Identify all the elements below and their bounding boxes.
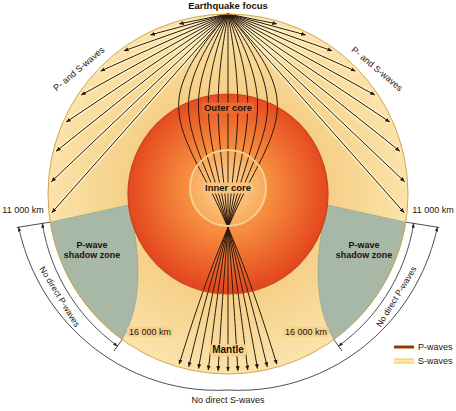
- distance-marks: [17, 222, 440, 390]
- mantle-fill: [48, 14, 408, 374]
- p-wave-ray: [124, 14, 228, 51]
- earth-layer: Mantle Outer coreInner coreP-wave shadow …: [48, 14, 408, 374]
- legend-sample: [394, 346, 414, 347]
- p-wave-ray: [228, 14, 400, 151]
- layer-boundary: [48, 14, 408, 374]
- figure-label: 11 000 km: [2, 205, 43, 215]
- s-wave-ray: [228, 14, 404, 213]
- figure-label: No direct S-waves: [191, 395, 264, 405]
- shadow-zone-fill: [318, 205, 406, 340]
- distance-tick: [17, 222, 51, 227]
- p-wave-ray: [101, 14, 228, 71]
- p-wave-ray: [228, 14, 404, 213]
- distance-tick: [334, 340, 342, 351]
- p-wave-ray: [228, 14, 332, 51]
- legend-sample-base: [394, 359, 414, 364]
- p-wave-ray: [52, 14, 228, 213]
- p-wave-ray: [228, 14, 355, 71]
- figure-label: 11 000 km: [412, 205, 453, 215]
- legend-samples: [394, 347, 414, 361]
- legend-text: S-waves: [418, 356, 453, 366]
- p-wave-core-ray: [198, 14, 257, 369]
- s-wave-ray: [228, 14, 400, 151]
- layer-boundary: [190, 150, 266, 226]
- layer-label: P-wave shadow zone: [61, 238, 123, 263]
- distance-arc: [19, 227, 438, 390]
- p-wave-ray: [56, 14, 228, 151]
- layer-boundary: [128, 94, 328, 294]
- layer-outline: [48, 14, 408, 374]
- s-wave-ray: [52, 14, 228, 213]
- distance-tick: [406, 222, 440, 227]
- layer-outline: [128, 94, 328, 294]
- distance-tick: [114, 340, 122, 351]
- shadow-zone: P-wave shadow zone: [61, 238, 123, 263]
- legend-text: P-waves: [418, 342, 453, 352]
- shadow-zone-fill: [50, 205, 138, 340]
- p-wave-core-ray: [189, 14, 268, 367]
- earth-layer: Outer coreInner core: [128, 94, 328, 294]
- s-wave-ray: [56, 14, 228, 151]
- layer-label: Outer core: [202, 103, 254, 114]
- legend-sample-base: [394, 345, 414, 349]
- p-wave-core-ray: [179, 14, 277, 364]
- figure-label: 16 000 km: [283, 327, 329, 337]
- earth-layer: Inner core: [190, 150, 266, 226]
- figure-label: Earthquake focus: [188, 1, 268, 12]
- layer-label: P-wave shadow zone: [333, 238, 395, 263]
- wave-rays: [51, 14, 404, 371]
- layer-label: Inner core: [203, 183, 253, 194]
- layer-label: Mantle: [210, 344, 246, 356]
- shadow-zone: P-wave shadow zone: [333, 238, 395, 263]
- legend-sample: [394, 360, 414, 363]
- figure-label: 16 000 km: [127, 327, 173, 337]
